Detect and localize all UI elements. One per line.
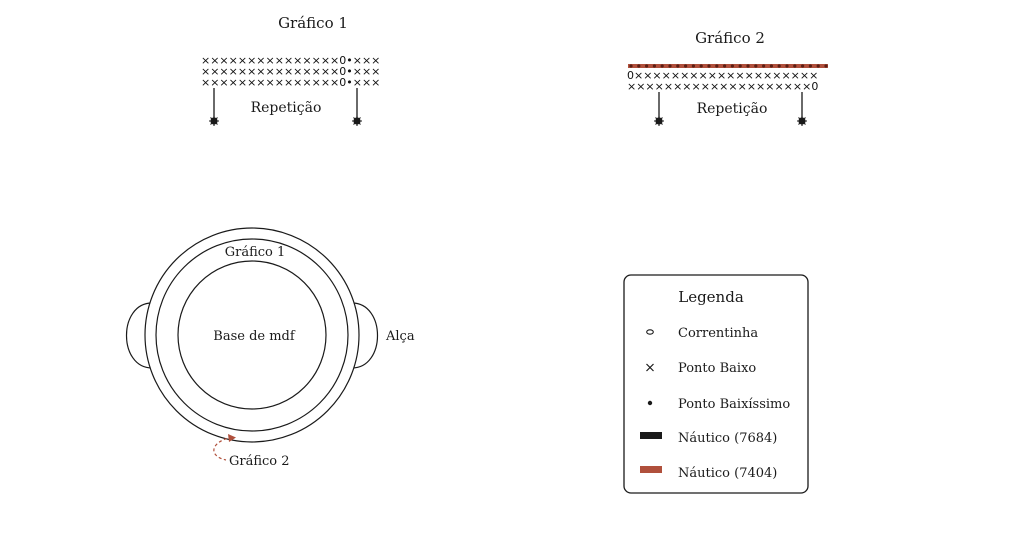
slip-stitch-mark <box>785 64 789 68</box>
slip-stitch-mark <box>824 64 828 68</box>
slip-stitch-mark <box>777 64 781 68</box>
graphic-2-row-1: 0×××××××××××××××××××× <box>627 69 818 82</box>
legend-item-label: Náutico (7684) <box>678 431 777 446</box>
repeat-star-icon <box>797 116 807 126</box>
slip-stitch-mark <box>816 64 820 68</box>
slip-stitch-mark <box>738 64 742 68</box>
graphic-2: Gráfico 2 0×××××××××××××××××××× ××××××××… <box>627 29 828 126</box>
slip-stitch-mark <box>793 64 797 68</box>
graphic-2-repeat-label: Repetição <box>697 101 768 117</box>
legend-title: Legenda <box>678 288 744 306</box>
chain-stitch-icon <box>646 329 654 335</box>
legend: Legenda Correntinha Ponto Baixo Ponto Ba… <box>623 274 809 494</box>
outer-ring <box>144 227 360 443</box>
slip-stitch-mark <box>808 64 813 68</box>
basket-assembly-diagram: Gráfico 1 Base de mdf Alça Gráfico 2 <box>125 227 415 469</box>
handle-label: Alça <box>385 329 415 344</box>
slip-stitch-mark <box>652 64 657 68</box>
handle-left <box>125 302 153 369</box>
graphic-1-ring <box>155 238 349 432</box>
graphic-2-title: Gráfico 2 <box>695 29 765 47</box>
graphic-1-repeat-label: Repetição <box>251 100 322 116</box>
arrowhead-icon <box>228 434 236 442</box>
graphic-1-row-2: ×××××××××××××××0•××× <box>201 65 380 78</box>
repeat-star-icon <box>654 116 664 126</box>
slip-stitch-mark <box>676 64 680 68</box>
legend-item-label: Ponto Baixo <box>678 361 756 376</box>
slip-stitch-mark <box>730 64 735 68</box>
repeat-star-icon <box>209 116 219 126</box>
slip-stitch-mark <box>684 64 688 68</box>
slip-stitch-mark <box>754 64 758 68</box>
graphic-1: Gráfico 1 ×××××××××××××××0•××× ×××××××××… <box>201 14 380 126</box>
graphic-2-row-2: ××××××××××××××××××××0 <box>627 80 818 93</box>
graphic-2-pointer-arrow <box>213 436 233 461</box>
graphic-1-row-1: ×××××××××××××××0•××× <box>201 54 380 67</box>
legend-item-label: Ponto Baixíssimo <box>678 397 790 412</box>
slip-stitch-mark <box>668 64 672 68</box>
graphic-1-title: Gráfico 1 <box>278 14 348 32</box>
slip-stitch-mark <box>762 64 766 68</box>
slip-stitch-mark <box>645 64 649 68</box>
slip-stitch-mark <box>746 64 750 68</box>
slip-stitch-mark <box>637 64 641 68</box>
slip-stitch-mark <box>660 64 664 68</box>
legend-item-label: Náutico (7404) <box>678 466 777 481</box>
mdf-base <box>177 260 327 410</box>
repeat-star-icon <box>352 116 362 126</box>
slip-stitch-mark <box>715 64 719 68</box>
handle-right <box>351 302 379 369</box>
slip-stitch-icon <box>647 400 653 406</box>
slip-stitch-mark <box>769 64 774 68</box>
slip-stitch-mark <box>723 64 727 68</box>
legend-box <box>623 274 809 494</box>
legend-item-label: Correntinha <box>678 326 758 341</box>
slip-stitch-mark <box>699 64 703 68</box>
slip-stitch-mark <box>691 64 696 68</box>
mdf-base-label: Base de mdf <box>213 329 296 344</box>
assembly-graphic-1-label: Gráfico 1 <box>225 245 286 260</box>
slip-stitch-mark <box>707 64 711 68</box>
slip-stitch-mark <box>801 64 805 68</box>
color-swatch-7404 <box>640 466 662 473</box>
slip-stitch-row <box>629 64 828 68</box>
slip-stitch-mark <box>629 64 633 68</box>
color-swatch-7684 <box>640 432 662 439</box>
graphic-1-row-3: ×××××××××××××××0•××× <box>201 76 380 89</box>
assembly-graphic-2-label: Gráfico 2 <box>229 454 290 469</box>
single-crochet-icon <box>646 363 654 372</box>
